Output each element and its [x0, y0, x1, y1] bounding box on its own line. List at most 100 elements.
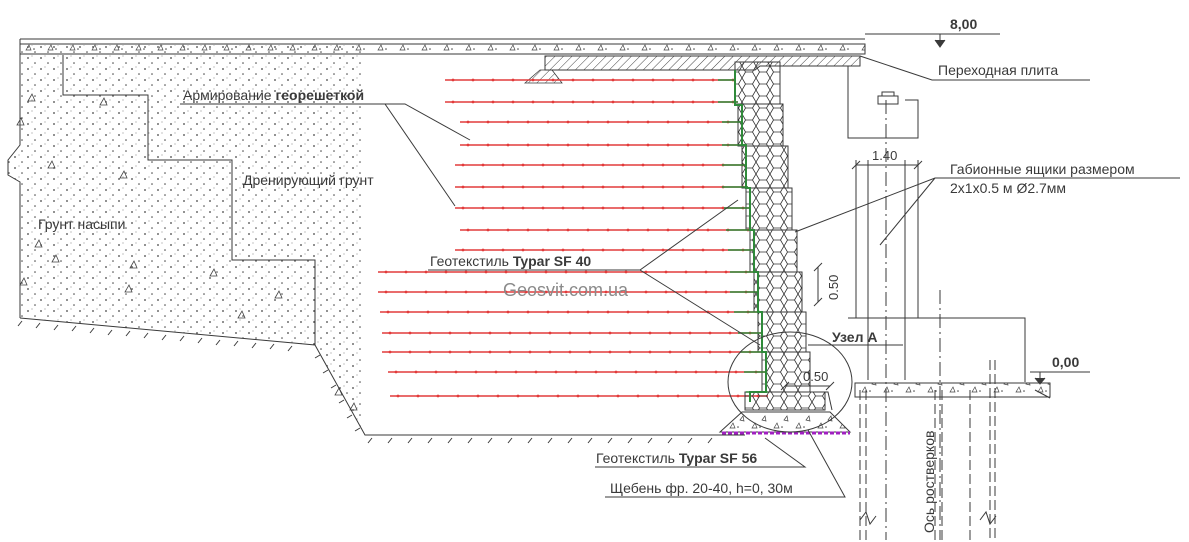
- geogrid-node: [606, 143, 610, 147]
- geogrid-node: [501, 206, 505, 210]
- geotextile-sf56-label: Геотекстиль Typar SF 56: [596, 450, 757, 466]
- geogrid-node: [596, 394, 600, 398]
- geogrid-node: [601, 206, 605, 210]
- geogrid-node: [724, 290, 728, 294]
- geogrid-node: [626, 120, 630, 124]
- geogrid-node: [648, 350, 652, 354]
- geogrid-node: [488, 331, 492, 335]
- geogrid-node: [648, 331, 652, 335]
- geogrid-node: [428, 350, 432, 354]
- geogrid-node: [484, 270, 488, 274]
- geogrid-node: [388, 350, 392, 354]
- geogrid-node: [534, 370, 538, 374]
- geogrid-node: [571, 78, 575, 82]
- dim-0-50-horizontal: [780, 381, 835, 391]
- geogrid-node: [416, 394, 420, 398]
- geogrid-node: [414, 370, 418, 374]
- geogrid-node: [541, 163, 545, 167]
- geogrid-node: [384, 290, 388, 294]
- geogrid-node: [524, 290, 528, 294]
- geogrid-node: [666, 310, 670, 314]
- geogrid-node: [448, 331, 452, 335]
- geogrid-node: [484, 290, 488, 294]
- geogrid-node: [724, 270, 728, 274]
- geogrid-node: [506, 310, 510, 314]
- geogrid-node: [688, 350, 692, 354]
- geogrid-node: [566, 228, 570, 232]
- gabion-box: [753, 271, 803, 313]
- geogrid-node: [626, 310, 630, 314]
- geogrid-node: [586, 143, 590, 147]
- geogrid-node: [588, 350, 592, 354]
- geogrid-node: [428, 331, 432, 335]
- geogrid-node: [528, 331, 532, 335]
- geogrid-node: [546, 120, 550, 124]
- geogrid-node: [466, 143, 470, 147]
- geogrid-node: [468, 350, 472, 354]
- geogrid-node: [666, 143, 670, 147]
- geogrid-node: [576, 394, 580, 398]
- watermark: Geosvit.com.ua: [503, 280, 629, 300]
- geogrid-node: [456, 394, 460, 398]
- gabion-leader: [794, 177, 1180, 246]
- geogrid-node: [706, 228, 710, 232]
- geogrid-node: [434, 370, 438, 374]
- geogrid-node: [696, 394, 700, 398]
- geotextile-sf40-leader: [428, 199, 761, 346]
- reinforcement-label: Армирование георешеткой: [183, 87, 364, 103]
- geogrid-node: [706, 143, 710, 147]
- geogrid-node: [681, 163, 685, 167]
- geogrid-node: [651, 100, 655, 104]
- geogrid-node: [566, 143, 570, 147]
- geogrid-node: [466, 120, 470, 124]
- geogrid-node: [548, 350, 552, 354]
- geogrid-node: [461, 248, 465, 252]
- geogrid-node: [461, 163, 465, 167]
- geogrid-node: [591, 78, 595, 82]
- geogrid-node: [601, 163, 605, 167]
- geogrid-node: [581, 185, 585, 189]
- geogrid-node: [396, 394, 400, 398]
- geogrid-node: [668, 350, 672, 354]
- geogrid-node: [628, 331, 632, 335]
- geogrid-node: [556, 394, 560, 398]
- geogrid-node: [486, 310, 490, 314]
- geogrid-node: [426, 310, 430, 314]
- geogrid-node: [454, 370, 458, 374]
- geogrid-node: [604, 290, 608, 294]
- geogrid-node: [646, 143, 650, 147]
- node-a-label: Узел А: [832, 329, 877, 345]
- geogrid-node: [544, 290, 548, 294]
- geogrid-node: [608, 350, 612, 354]
- geogrid-node: [474, 370, 478, 374]
- geogrid-node: [508, 350, 512, 354]
- geogrid-node: [711, 78, 715, 82]
- geogrid-node: [536, 394, 540, 398]
- geogrid-node: [521, 163, 525, 167]
- geogrid-node: [621, 185, 625, 189]
- geogrid-node: [671, 100, 675, 104]
- geogrid-node: [451, 78, 455, 82]
- drainage-soil-label: Дренирующий грунт: [243, 172, 374, 188]
- geogrid-node: [631, 78, 635, 82]
- geogrid-node: [606, 228, 610, 232]
- geogrid-node: [684, 290, 688, 294]
- geogrid-node: [681, 206, 685, 210]
- geogrid-node: [446, 310, 450, 314]
- geogrid-node: [471, 100, 475, 104]
- geogrid-node: [464, 290, 468, 294]
- geogrid-node: [546, 228, 550, 232]
- geogrid-node: [651, 78, 655, 82]
- geogrid-node: [561, 206, 565, 210]
- geogrid-node: [668, 331, 672, 335]
- geogrid-node: [526, 228, 530, 232]
- geogrid-node: [686, 310, 690, 314]
- geogrid-node: [641, 248, 645, 252]
- geogrid-node: [386, 310, 390, 314]
- gabion-box: [737, 103, 784, 147]
- geogrid-node: [656, 394, 660, 398]
- geogrid-node: [701, 163, 705, 167]
- geogrid-node: [704, 290, 708, 294]
- geogrid-node: [688, 331, 692, 335]
